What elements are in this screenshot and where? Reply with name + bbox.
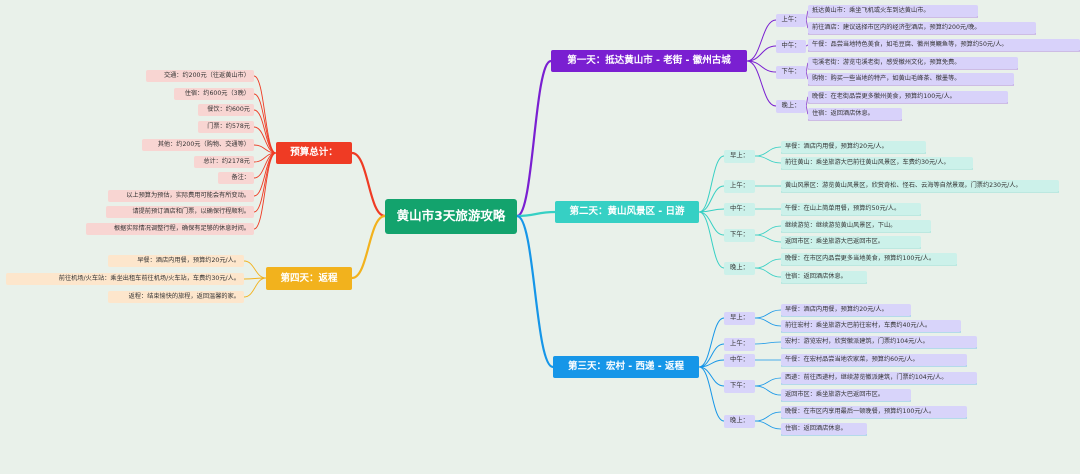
- day1-edge-time-1: [746, 45, 777, 62]
- day2-item-3-1[interactable]: 返回市区：乘坐旅游大巴返回市区。: [781, 236, 921, 248]
- day2-time-0[interactable]: 早上：: [724, 149, 755, 163]
- day3-item-1-0[interactable]: 宏村：游览宏村，欣赏徽派建筑，门票约104元/人。: [781, 336, 977, 348]
- day4-edge-0: [243, 260, 267, 279]
- budget-edge-1: [253, 93, 277, 154]
- day2-edge-item-4-0: [754, 258, 782, 269]
- budget-edge-2: [253, 109, 277, 154]
- day2-edge-time-0: [698, 155, 725, 213]
- day3-time-3[interactable]: 下午：: [724, 379, 755, 393]
- day2-time-1[interactable]: 上午：: [724, 179, 755, 193]
- budget-edge-3: [253, 126, 277, 154]
- day3-edge-time-3: [698, 366, 725, 387]
- day2-time-4[interactable]: 晚上：: [724, 261, 755, 275]
- day2-item-4-0[interactable]: 晚餐：在市区内品尝更多当地美食，预算约100元/人。: [781, 253, 957, 265]
- day3-item-2-0[interactable]: 午餐：在宏村品尝当地农家菜，预算约60元/人。: [781, 354, 967, 366]
- day2-edge-item-3-1: [754, 234, 782, 243]
- edge-root-day3: [516, 214, 554, 369]
- day2-item-4-1[interactable]: 住宿：返回酒店休息。: [781, 271, 867, 283]
- day2-edge-time-3: [698, 211, 725, 236]
- budget-item-6[interactable]: 备注：: [218, 172, 254, 184]
- day2-edge-item-0-0: [754, 146, 782, 157]
- day2-time-3[interactable]: 下午：: [724, 228, 755, 242]
- edge-root-day4: [351, 214, 386, 280]
- day2-edge-time-4: [698, 211, 725, 269]
- day1-item-1-0[interactable]: 午餐：品尝当地特色美食，如毛豆腐、徽州臭鳜鱼等，预算约50元/人。: [808, 39, 1080, 51]
- day3-item-3-0[interactable]: 西递：前往西递村，继续游览徽派建筑，门票约104元/人。: [781, 372, 977, 384]
- edge-root-budget: [351, 151, 386, 218]
- branch-day2[interactable]: 第二天：黄山风景区 - 日游: [555, 201, 699, 223]
- day1-time-0[interactable]: 上午：: [776, 13, 806, 27]
- budget-item-7[interactable]: 以上预算为预估，实际费用可能会有所变动。: [108, 190, 254, 202]
- day3-time-4[interactable]: 晚上：: [724, 414, 755, 428]
- day3-edge-item-0-0: [754, 309, 782, 319]
- day1-time-2[interactable]: 下午：: [776, 65, 806, 79]
- day2-edge-item-0-1: [754, 155, 782, 164]
- day3-time-2[interactable]: 中午：: [724, 353, 755, 367]
- day3-edge-item-3-1: [754, 385, 782, 396]
- day3-time-0[interactable]: 早上：: [724, 311, 755, 325]
- day2-edge-item-3-0: [754, 225, 782, 236]
- day1-edge-time-3: [746, 60, 777, 107]
- day1-time-3[interactable]: 晚上：: [776, 99, 806, 113]
- day4-item-0[interactable]: 早餐：酒店内用餐，预算约20元/人。: [108, 255, 244, 267]
- day1-item-0-0[interactable]: 抵达黄山市：乘坐飞机或火车到达黄山市。: [808, 5, 978, 17]
- day1-edge-item-1-0: [805, 44, 809, 47]
- day3-item-0-1[interactable]: 前往宏村：乘坐旅游大巴前往宏村，车费约40元/人。: [781, 320, 961, 332]
- budget-edge-9: [253, 152, 277, 230]
- day2-item-1-0[interactable]: 黄山风景区：游览黄山风景区，欣赏奇松、怪石、云海等自然景观，门票约230元/人。: [781, 180, 1059, 192]
- branch-day4[interactable]: 第四天：返程: [266, 267, 352, 290]
- day3-edge-item-4-0: [754, 411, 782, 422]
- day3-time-1[interactable]: 上午：: [724, 337, 755, 351]
- day2-item-0-0[interactable]: 早餐：酒店内用餐，预算约20元/人。: [781, 141, 926, 153]
- budget-item-8[interactable]: 请提前预订酒店和门票，以确保行程顺利。: [106, 206, 254, 218]
- day1-item-0-1[interactable]: 前往酒店：建议选择市区内的经济型酒店，预算约200元/晚。: [808, 22, 1036, 34]
- budget-item-5[interactable]: 总计：约2178元: [194, 156, 254, 168]
- day1-item-3-1[interactable]: 住宿：返回酒店休息。: [808, 108, 902, 120]
- budget-item-9[interactable]: 根据实际情况调整行程，确保有足够的休息时间。: [86, 223, 254, 235]
- day4-item-2[interactable]: 返程：结束愉快的旅程，返回温馨的家。: [108, 291, 244, 303]
- day4-edge-2: [243, 277, 267, 298]
- day3-edge-time-0: [698, 317, 725, 368]
- day2-time-2[interactable]: 中午：: [724, 202, 755, 216]
- edge-root-day2: [516, 210, 556, 218]
- day3-edge-item-0-1: [754, 317, 782, 327]
- edge-root-day1: [516, 59, 552, 218]
- day3-edge-time-2: [698, 359, 725, 368]
- day3-edge-item-1-0: [754, 341, 782, 345]
- root-node[interactable]: 黄山市3天旅游攻略: [385, 199, 517, 234]
- day1-edge-item-3-1: [805, 105, 809, 115]
- branch-day3[interactable]: 第三天：宏村 - 西递 - 返程: [553, 356, 699, 378]
- day3-edge-item-4-1: [754, 420, 782, 430]
- day2-item-3-0[interactable]: 继续游览：继续游览黄山风景区，下山。: [781, 220, 931, 232]
- day3-item-3-1[interactable]: 返回市区：乘坐旅游大巴返回市区。: [781, 389, 911, 401]
- budget-item-2[interactable]: 餐饮：约600元: [198, 104, 254, 116]
- day3-item-0-0[interactable]: 早餐：酒店内用餐，预算约20元/人。: [781, 304, 911, 316]
- day3-item-4-1[interactable]: 住宿：返回酒店休息。: [781, 423, 867, 435]
- day3-edge-item-3-0: [754, 377, 782, 387]
- day1-item-3-0[interactable]: 晚餐：在老街品尝更多徽州美食，预算约100元/人。: [808, 91, 1008, 103]
- day1-edge-item-0-1: [805, 19, 809, 29]
- day3-edge-time-4: [698, 366, 725, 422]
- budget-item-4[interactable]: 其他：约200元（购物、交通等）: [142, 139, 254, 151]
- day3-item-4-0[interactable]: 晚餐：在市区内享用最后一顿晚餐，预算约100元/人。: [781, 406, 967, 418]
- day4-item-1[interactable]: 前往机场/火车站：乘坐出租车前往机场/火车站，车费约30元/人。: [6, 273, 244, 285]
- day2-item-0-1[interactable]: 前往黄山：乘坐旅游大巴前往黄山风景区，车费约30元/人。: [781, 157, 973, 169]
- budget-item-0[interactable]: 交通：约200元（往返黄山市）: [146, 70, 254, 82]
- budget-item-3[interactable]: 门票：约578元: [198, 121, 254, 133]
- budget-item-1[interactable]: 住宿：约600元（3晚）: [174, 88, 254, 100]
- day1-edge-item-2-1: [805, 71, 809, 80]
- day1-item-2-0[interactable]: 屯溪老街：游览屯溪老街，感受徽州文化，预算免费。: [808, 57, 1018, 69]
- branch-day1[interactable]: 第一天：抵达黄山市 - 老街 - 徽州古城: [551, 50, 747, 72]
- day1-edge-time-0: [746, 19, 777, 62]
- branch-budget[interactable]: 预算总计：: [276, 142, 352, 164]
- day1-time-1[interactable]: 中午：: [776, 39, 806, 53]
- budget-edge-0: [253, 75, 277, 154]
- day2-edge-time-1: [698, 185, 725, 213]
- day2-item-2-0[interactable]: 午餐：在山上简单用餐，预算约50元/人。: [781, 203, 921, 215]
- day2-edge-item-4-1: [754, 267, 782, 278]
- day1-item-2-1[interactable]: 购物：购买一些当地的特产，如黄山毛峰茶、徽墨等。: [808, 73, 1014, 85]
